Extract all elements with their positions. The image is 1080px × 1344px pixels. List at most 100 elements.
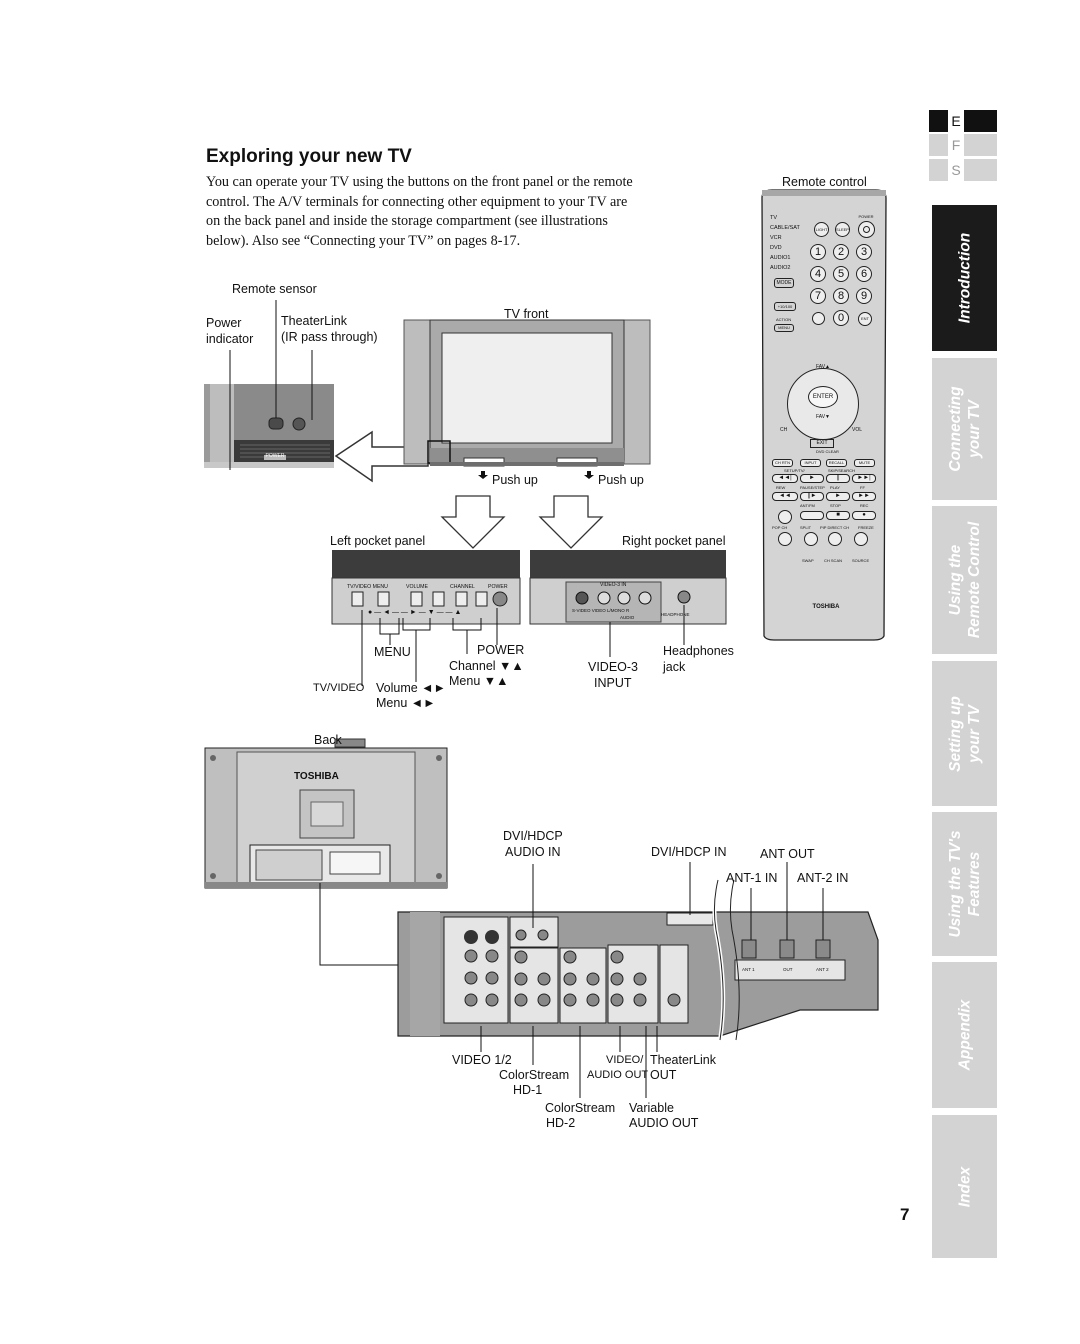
remote-rec[interactable]: ● <box>852 511 876 520</box>
remote-digit-2[interactable]: 2 <box>833 244 849 260</box>
remote-pause[interactable]: || <box>826 474 850 483</box>
label-ant2-in: ANT-2 IN <box>797 871 849 885</box>
remote-fav-up[interactable]: FAV▲ <box>815 364 831 370</box>
remote-sleep-button[interactable]: SLEEP <box>835 222 850 237</box>
remote-digit-0[interactable]: 0 <box>833 310 849 326</box>
remote-digit-5[interactable]: 5 <box>833 266 849 282</box>
remote-chscan-label: CH SCAN <box>824 558 843 563</box>
remote-next[interactable]: ►►| <box>852 474 876 483</box>
label-jack: jack <box>663 660 686 674</box>
svg-text:OUT: OUT <box>783 967 793 972</box>
remote-plus10-button[interactable]: +10/100 <box>774 302 796 311</box>
side-tab-index[interactable]: Index <box>932 1115 997 1258</box>
label-tv-video: TV/VIDEO <box>313 682 365 694</box>
remote-digit-7[interactable]: 7 <box>810 288 826 304</box>
remote-recall[interactable]: RECALL <box>826 459 847 467</box>
language-letter-s: S <box>951 162 961 178</box>
remote-ff[interactable]: ►► <box>852 492 876 501</box>
remote-light-button[interactable]: LIGHT <box>814 222 829 237</box>
page-title: Exploring your new TV <box>206 146 412 167</box>
label-video3: VIDEO-3 <box>588 660 639 674</box>
remote-play2[interactable]: ► <box>826 492 850 501</box>
remote-vol-label: VOL <box>852 427 863 433</box>
label-power: Power <box>206 316 242 330</box>
language-tab-spanish[interactable]: S <box>929 159 997 181</box>
remote-ent-button[interactable]: ENT <box>858 312 872 326</box>
remote-digit-6[interactable]: 6 <box>856 266 872 282</box>
label-variable: Variable <box>629 1101 674 1115</box>
mode-vcr: VCR <box>770 235 782 241</box>
language-tab-french[interactable]: F <box>929 134 997 156</box>
label-hd1: HD-1 <box>513 1083 543 1097</box>
label-ant1-in: ANT-1 IN <box>726 871 778 885</box>
mode-audio2: AUDIO2 <box>770 265 791 271</box>
front-bezel-closeup <box>204 384 334 468</box>
remote-pause-label: PAUSE/STEP <box>800 485 825 490</box>
label-indicator: indicator <box>206 332 254 346</box>
svg-text:ANT 1: ANT 1 <box>742 967 755 972</box>
language-tab-english[interactable]: E <box>929 110 997 132</box>
svg-text:ANT 2: ANT 2 <box>816 967 829 972</box>
remote-digit-4[interactable]: 4 <box>810 266 826 282</box>
remote-digit-1[interactable]: 1 <box>810 244 826 260</box>
mode-dvd: DVD <box>770 245 782 251</box>
tv-front-illustration <box>403 319 651 467</box>
remote-tv-vcr[interactable] <box>778 510 792 524</box>
remote-play[interactable]: ► <box>800 474 824 483</box>
label-right-pocket: Right pocket panel <box>622 534 726 548</box>
remote-dvd-clear: DVD CLEAR <box>816 449 839 454</box>
remote-100-button[interactable] <box>812 312 825 325</box>
remote-ch-label: CH <box>780 427 788 433</box>
remote-action-label: ACTION <box>776 317 792 322</box>
label-left-pocket: Left pocket panel <box>330 534 426 548</box>
remote-digit-8[interactable]: 8 <box>833 288 849 304</box>
svg-text:VIDEO-3 IN: VIDEO-3 IN <box>600 582 627 588</box>
remote-pop-ch[interactable] <box>778 532 792 546</box>
remote-step[interactable]: ||► <box>800 492 824 501</box>
svg-text:CHANNEL: CHANNEL <box>450 584 475 590</box>
remote-fav-down[interactable]: FAV▼ <box>815 414 831 420</box>
remote-menu-button[interactable]: MENU <box>774 324 794 332</box>
label-push-up-right: Push up <box>598 473 644 487</box>
label-push-up-left: Push up <box>492 473 538 487</box>
remote-split[interactable] <box>804 532 818 546</box>
remote-ant-fm[interactable] <box>800 511 824 520</box>
label-ant-out: ANT OUT <box>760 847 815 861</box>
remote-freeze-label: FREEZE <box>858 525 874 530</box>
remote-digit-3[interactable]: 3 <box>856 244 872 260</box>
remote-digit-9[interactable]: 9 <box>856 288 872 304</box>
language-letter-e: E <box>951 113 961 129</box>
remote-freeze[interactable] <box>854 532 868 546</box>
remote-exit-button[interactable]: EXIT <box>810 439 834 448</box>
label-input: INPUT <box>594 676 632 690</box>
svg-text:HEADPHONE: HEADPHONE <box>661 612 690 617</box>
label-back: Back <box>314 733 342 747</box>
remote-enter-button[interactable]: ENTER <box>808 386 838 408</box>
side-tab-appendix[interactable]: Appendix <box>932 962 997 1108</box>
label-menu-lr: Menu ◄► <box>376 696 436 710</box>
mode-tv: TV <box>770 215 778 221</box>
remote-stop[interactable]: ■ <box>826 511 850 520</box>
remote-rec-label: REC <box>860 503 869 508</box>
language-letter-f: F <box>951 137 961 153</box>
label-channel: Channel ▼▲ <box>449 659 524 673</box>
remote-control: TV CABLE/SAT VCR DVD AUDIO1 AUDIO2 MODE … <box>766 200 884 630</box>
side-tab-introduction[interactable]: Introduction <box>932 205 997 351</box>
remote-pip-ch[interactable] <box>828 532 842 546</box>
remote-mode-button[interactable]: MODE <box>774 278 794 288</box>
remote-mute[interactable]: MUTE <box>854 459 875 467</box>
label-audio-out-small: AUDIO OUT <box>587 1069 649 1081</box>
svg-text:TOSHIBA: TOSHIBA <box>294 771 339 782</box>
remote-power-button[interactable] <box>858 221 875 238</box>
remote-ch-rtn[interactable]: CH RTN <box>772 459 793 467</box>
remote-prev[interactable]: ◄◄| <box>772 474 798 483</box>
remote-rew[interactable]: ◄◄ <box>772 492 798 501</box>
remote-power-label: POWER <box>858 214 874 219</box>
intro-paragraph: You can operate your TV using the button… <box>206 174 633 249</box>
left-pocket-panel-illustration: TV/VIDEO MENU VOLUME CHANNEL POWER ● — ◄… <box>331 550 521 625</box>
remote-input[interactable]: INPUT <box>800 459 821 467</box>
